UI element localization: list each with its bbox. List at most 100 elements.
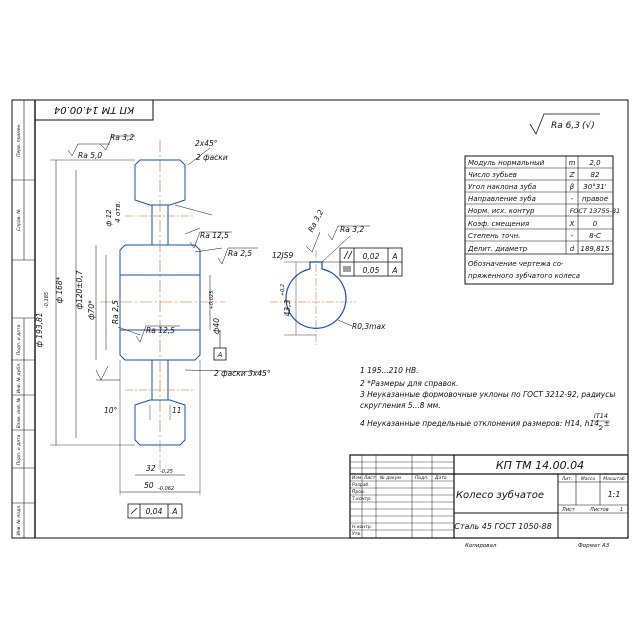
param-row: Коэф. смещения X 0 — [468, 220, 598, 228]
dimension-lines — [50, 147, 263, 495]
tb-hdr-doc: № докум. — [379, 475, 402, 481]
stamp-inv-dubl: Инв. № дубл. — [16, 363, 22, 394]
code-box-top — [34, 99, 154, 121]
tb-hdr-sign: Подп. — [415, 475, 429, 481]
param-row: Число зубьев Z 82 — [468, 171, 600, 179]
gear-note-line2: пряженного зубчатого колеса — [468, 272, 580, 280]
tb-sheets: Листов — [589, 507, 609, 513]
footer-format: Формат — [578, 543, 601, 549]
label-hole-count: 4 отв. — [114, 201, 122, 222]
general-roughness-check: (√) — [582, 120, 595, 131]
runout-ref: A — [171, 507, 177, 516]
tb-prov: Пров. — [352, 489, 365, 495]
svg-text:8-С: 8-С — [589, 232, 601, 240]
label-d-outer: ф 168* — [55, 276, 64, 303]
svg-text:-: - — [571, 232, 574, 240]
svg-text:-: - — [571, 207, 574, 215]
svg-text:82: 82 — [591, 171, 600, 179]
outer-frame — [11, 99, 629, 539]
tb-code: КП ТМ 14.00.04 — [496, 459, 584, 472]
label-width-11: 11 — [172, 406, 182, 415]
svg-text:d: d — [570, 245, 575, 253]
tb-hdr-date: Дата — [434, 475, 447, 481]
svg-text:0: 0 — [593, 220, 598, 228]
label-d-root-tol: -0,185 — [44, 292, 50, 308]
tb-part-name: Колесо зубчатое — [456, 489, 544, 501]
svg-text:X: X — [569, 220, 575, 228]
label-key-depth-tol: +0,2 — [280, 284, 286, 296]
gear-param-table: Модуль нормальный m 2,0 Число зубьев Z 8… — [464, 155, 621, 285]
svg-text:Делит. диаметр: Делит. диаметр — [467, 245, 528, 253]
note-4-num: IT14 — [594, 412, 608, 420]
sym-ref: A — [391, 266, 397, 275]
svg-text:ГОСТ 13755-81: ГОСТ 13755-81 — [570, 207, 621, 215]
svg-text:Направление зуба: Направление зуба — [468, 195, 536, 203]
label-chamfer-bottom: 2 фаски 3х45° — [214, 369, 271, 378]
tb-col-mass: Масса — [581, 476, 596, 482]
label-d-hub-outer: ф120±0,7 — [75, 270, 84, 309]
label-ra125-b: Ra 12,5 — [146, 326, 175, 335]
tb-nkontr: Н.контр. — [352, 524, 372, 530]
note-3b: скругления 5...8 мм. — [360, 401, 441, 410]
label-d-root: ф 193,81 — [35, 312, 44, 347]
label-d-hub: ф70* — [87, 300, 96, 320]
gear-section-view — [100, 140, 225, 470]
tb-sheets-val: 1 — [620, 507, 623, 513]
tb-sheet: Лист — [561, 507, 576, 513]
param-row: Угол наклона зуба β 30°31' — [468, 183, 607, 191]
keyway-section — [270, 235, 356, 345]
label-key-rough1: Ra 3,2 — [306, 208, 325, 234]
parallel-value: 0,02 — [363, 252, 380, 261]
param-row: Степень точн. - 8-С — [468, 232, 601, 240]
general-roughness-value: Ra 6,3 — [551, 121, 580, 131]
label-width-32: 32 — [146, 464, 156, 473]
stamp-podp-data-1: Подп. и дата — [16, 324, 22, 355]
note-4: 4 Неуказанные предельные отклонения разм… — [360, 419, 610, 428]
label-width-50-tol: -0,062 — [158, 486, 174, 492]
tb-tkontr: Т.контр. — [352, 496, 372, 502]
label-key-depth: 43,3 — [283, 299, 292, 316]
svg-text:правое: правое — [582, 195, 608, 203]
tolerance-frames: 0,02 A 0,05 A — [322, 247, 403, 277]
tb-utv: Утв. — [352, 531, 361, 537]
svg-text:189,815: 189,815 — [581, 245, 610, 253]
label-ra125-a: Ra 12,5 — [200, 231, 229, 240]
stamp-perv-primen: Перв. примен. — [16, 123, 22, 157]
runout-frame: 0,04 A — [127, 503, 183, 519]
sym-value: 0,05 — [363, 266, 380, 275]
param-row: Направление зуба - правое — [468, 195, 608, 203]
code-top-rotated: КП ТМ 14.00.04 — [54, 104, 134, 115]
svg-text:Z: Z — [569, 171, 575, 179]
svg-text:30°31': 30°31' — [583, 183, 606, 191]
tb-razrab: Разраб. — [352, 482, 370, 488]
label-key-width: 12JS9 — [272, 251, 294, 260]
param-row: Делит. диаметр d 189,815 — [467, 245, 610, 253]
general-roughness: Ra 6,3 (√) — [529, 113, 600, 135]
stamp-podp-data-2: Подп. и дата — [16, 434, 22, 465]
label-width-32-tol: -0,25 — [160, 469, 173, 475]
svg-text:-: - — [571, 195, 574, 203]
svg-text:m: m — [569, 159, 576, 167]
label-d-bore-tol: +0,025 — [209, 291, 215, 310]
svg-text:Модуль нормальный: Модуль нормальный — [468, 159, 545, 167]
runout-value: 0,04 — [146, 507, 163, 516]
label-angle: 10° — [104, 406, 118, 415]
tb-col-lit: Лит. — [561, 476, 572, 482]
title-block: Изм. Лист № докум. Подп. Дата Разраб. Пр… — [349, 454, 629, 539]
svg-text:Угол наклона зуба: Угол наклона зуба — [468, 183, 536, 191]
tb-hdr-izm: Изм. — [352, 475, 363, 481]
rim-bottom — [134, 399, 186, 446]
label-d-bore: ф40 — [212, 318, 221, 334]
label-ra25-b: Ra 2,5 — [111, 300, 120, 324]
parallel-ref: A — [391, 252, 397, 261]
label-ra32-top: Ra 3,2 — [110, 133, 134, 142]
footer-copied: Копировал — [465, 543, 497, 549]
label-ra25-a: Ra 2,5 — [228, 249, 252, 258]
label-datum: A — [217, 351, 223, 359]
stamp-vzam-inv: Взам. инв. № — [16, 397, 22, 428]
svg-text:Норм. исх. контур: Норм. исх. контур — [468, 207, 535, 215]
stamp-inv-podl: Инв. № подл. — [16, 504, 22, 535]
footer-format-val: А3 — [601, 543, 610, 549]
note-4-den: 2 — [599, 424, 603, 432]
